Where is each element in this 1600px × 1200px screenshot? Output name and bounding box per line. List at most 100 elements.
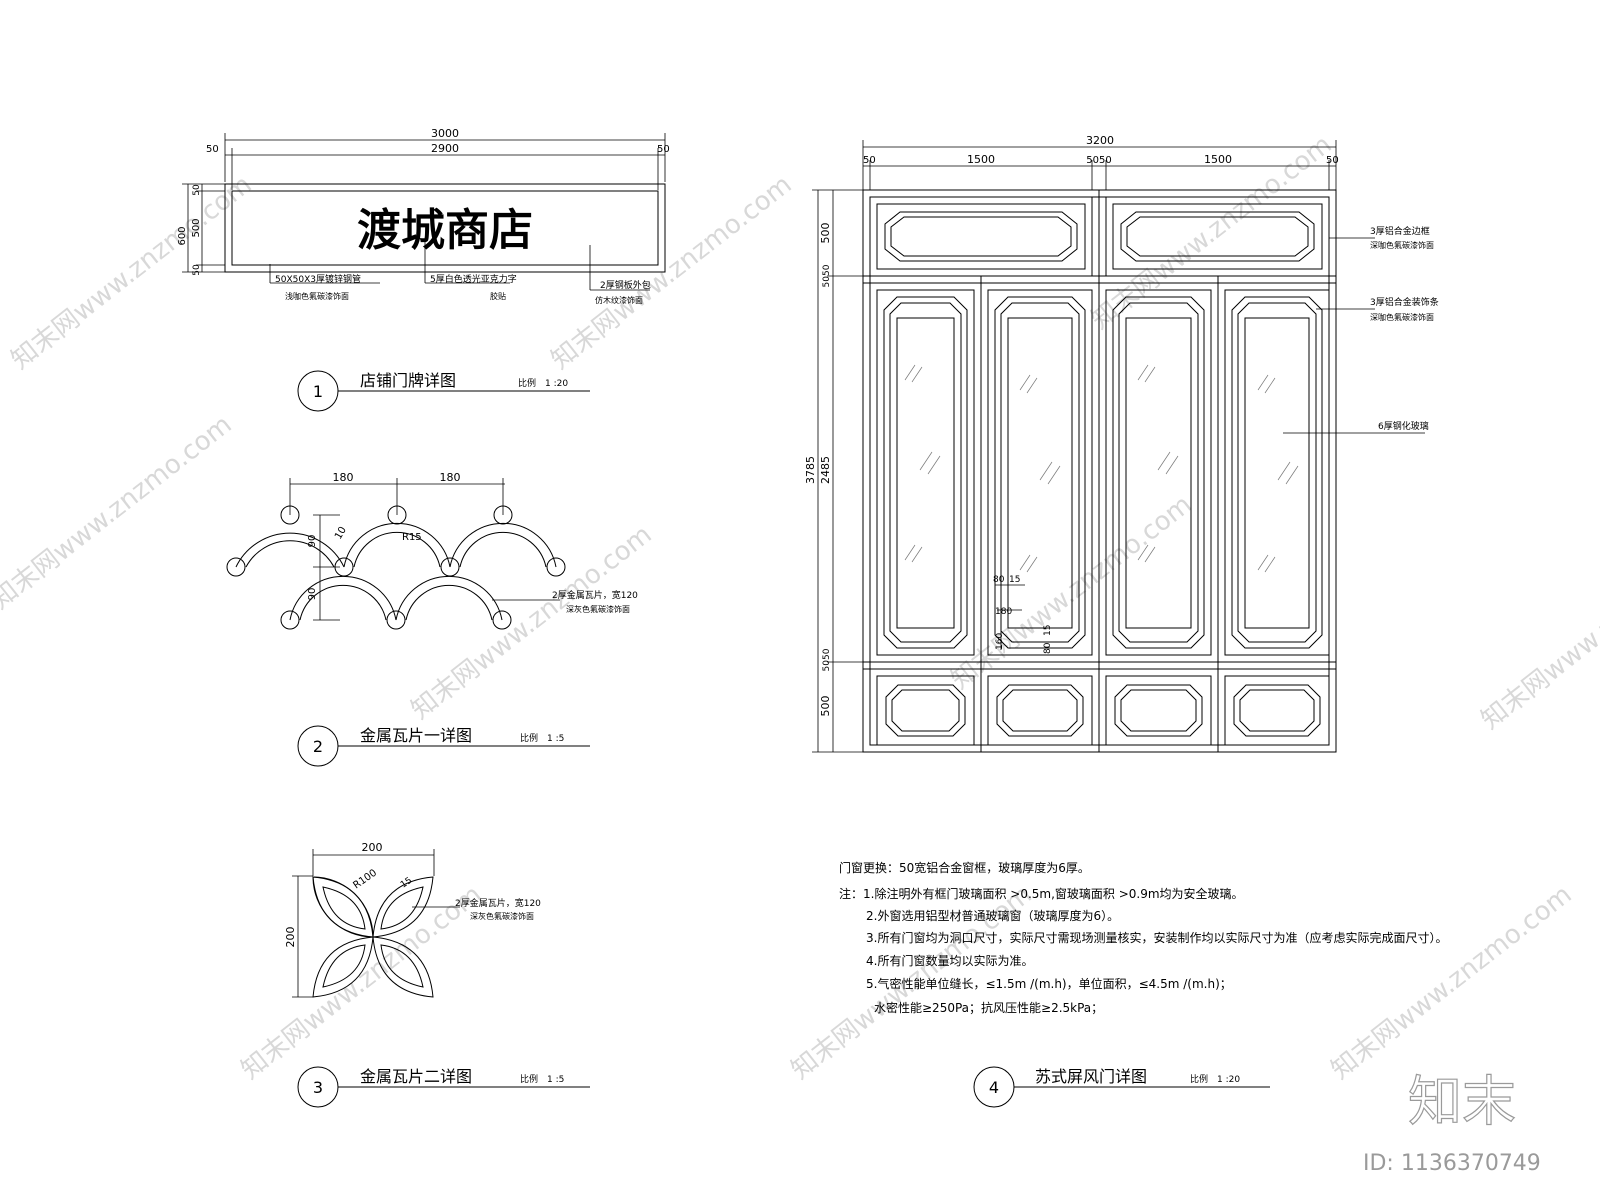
dim-half-right: 1500 <box>1204 153 1232 166</box>
bottom-panel-2 <box>987 675 1093 746</box>
notes-heading: 门窗更换：50宽铝合金窗框，玻璃厚度为6厚。 <box>839 860 1090 875</box>
note-frame-finish: 深咖色氟碳漆饰面 <box>1370 240 1434 250</box>
signboard-outer-frame <box>224 183 666 273</box>
tile-ball <box>280 505 300 525</box>
dim-height: 600 <box>177 226 188 245</box>
detail-scale: 比例 1 :20 <box>1190 1073 1240 1085</box>
tile-ball <box>386 610 406 630</box>
notes-line-3: 3.所有门窗均为洞口尺寸，实际尺寸需现场测量核实，安装制作均以实际尺寸为准（应考… <box>866 930 1447 945</box>
tile-ball <box>492 610 512 630</box>
watermark-text: 知末网www.znzmo.com <box>236 880 488 1086</box>
tile-ball <box>387 505 407 525</box>
dim-thickness: 15 <box>399 876 414 891</box>
detail-2-metal-tile-scales: 180 180 90 90 10 R15 2厚金属瓦片，宽12 <box>226 471 638 767</box>
dim-mid: 5050 <box>1086 155 1111 166</box>
dim-top: 50 <box>192 184 202 196</box>
dim-total: 3000 <box>431 127 459 140</box>
brand-logo: 知末 ID: 1136370749 <box>1363 1069 1541 1176</box>
dim-m50-left: 50 <box>863 155 876 166</box>
dim-h2: 90 <box>307 588 318 601</box>
dim-gap-bottom: 5050 <box>822 648 832 671</box>
detail-number: 3 <box>313 1078 323 1097</box>
tile-ball <box>493 505 513 525</box>
tile-ball <box>280 610 300 630</box>
dim-height: 200 <box>284 927 297 948</box>
detail-title: 金属瓦片一详图 <box>360 726 472 745</box>
general-notes: 门窗更换：50宽铝合金窗框，玻璃厚度为6厚。 注：1.除注明外有框门玻璃面积 >… <box>839 860 1447 1015</box>
dim-height: 3785 <box>804 456 817 484</box>
tile-ball <box>334 557 354 577</box>
glass-panel-3 <box>1105 289 1212 656</box>
detail-scale: 比例 1 :20 <box>518 377 568 389</box>
note-trim: 3厚铝合金装饰条 <box>1370 296 1439 308</box>
image-id: ID: 1136370749 <box>1363 1151 1541 1176</box>
note-steel-plate-finish: 仿木纹漆饰面 <box>595 295 643 305</box>
note-tile: 2厚金属瓦片，宽120 <box>552 589 638 601</box>
dim-width: 200 <box>362 841 383 854</box>
detail-3-metal-tile-petals: 200 200 R100 15 2厚金属瓦片，宽120 深灰色氟碳漆饰面 3 金… <box>284 841 590 1108</box>
tile-ball <box>226 557 246 577</box>
note-acrylic: 5厚白色透光亚克力字 <box>430 273 517 285</box>
dim-radius: R15 <box>402 532 422 543</box>
note-steel-pipe-finish: 浅咖色氟碳漆饰面 <box>285 291 349 301</box>
watermark-text: 知末网www.znzmo.com <box>6 170 258 376</box>
detail-4-screen-door: 3200 1500 1500 5050 50 50 3785 500 2485 … <box>804 134 1439 1108</box>
dim-gap-top: 5050 <box>822 264 832 287</box>
detail-number: 1 <box>313 382 323 401</box>
dim-main-panel: 2485 <box>819 456 832 484</box>
notes-line-4: 4.所有门窗数量均以实际为准。 <box>866 953 1033 968</box>
note-glass: 6厚钢化玻璃 <box>1378 420 1429 432</box>
note-steel-pipe: 50X50X3厚镀锌钢管 <box>275 273 361 285</box>
detail-number: 2 <box>313 737 323 756</box>
dim-total: 3200 <box>1086 134 1114 147</box>
dim-half-left: 1500 <box>967 153 995 166</box>
notes-line-1: 注：1.除注明外有框门玻璃面积 >0.5m,窗玻璃面积 >0.9m均为安全玻璃。 <box>839 886 1244 901</box>
top-panel-left <box>876 203 1086 270</box>
detail-1-signboard: 3000 2900 50 50 600 500 50 50 渡城商店 50X50… <box>177 127 670 412</box>
notes-line-5: 5.气密性能单位缝长，≤1.5m /(m.h)，单位面积，≤4.5m /(m.h… <box>866 976 1232 991</box>
note-trim-finish: 深咖色氟碳漆饰面 <box>1370 312 1434 322</box>
dim-80: 80 <box>993 575 1005 585</box>
signboard-inner-frame <box>231 190 659 266</box>
dim-m50-right: 50 <box>1326 155 1339 166</box>
detail-scale: 比例 1 :5 <box>520 732 564 744</box>
bottom-panel-3 <box>1105 675 1212 746</box>
detail-number: 4 <box>989 1078 999 1097</box>
dim-w2: 180 <box>440 471 461 484</box>
note-frame: 3厚铝合金边框 <box>1370 225 1430 237</box>
top-panel-right <box>1112 203 1323 270</box>
sign-text: 渡城商店 <box>357 205 533 256</box>
brand-mark: 知末 <box>1408 1070 1516 1133</box>
dim-top-panel: 500 <box>819 223 832 244</box>
dim-thickness: 10 <box>333 525 349 542</box>
glass-panel-4 <box>1224 289 1330 656</box>
dim-margin-right: 50 <box>657 144 670 155</box>
watermark-text: 知末网www.znzmo.com <box>0 410 238 616</box>
dim-bottom-panel: 500 <box>819 696 832 717</box>
glass-panel-2 <box>987 289 1093 656</box>
dim-radius: R100 <box>351 868 379 892</box>
detail-scale: 比例 1 :5 <box>520 1073 564 1085</box>
watermark-text: 知末网www.znzmo.com <box>1326 880 1578 1086</box>
dim-180: 180 <box>995 607 1012 617</box>
watermark-text: 知末网www.znzmo.com <box>1476 530 1600 736</box>
glass-panel-1 <box>876 289 975 656</box>
bottom-panel-1 <box>876 675 975 746</box>
petal-flower <box>312 876 434 998</box>
dim-w1: 180 <box>333 471 354 484</box>
notes-line-2: 2.外窗选用铝型材普通玻璃窗（玻璃厚度为6）。 <box>866 908 1119 923</box>
dim-15b: 15 <box>1043 625 1053 636</box>
note-acrylic-finish: 胶贴 <box>490 291 506 301</box>
watermark-text: 知末网www.znzmo.com <box>546 170 798 376</box>
dim-160: 160 <box>995 633 1005 650</box>
dim-80b: 80 <box>1043 642 1053 654</box>
dim-inner: 2900 <box>431 142 459 155</box>
detail-title: 苏式屏风门详图 <box>1035 1067 1147 1086</box>
note-steel-plate: 2厚钢板外包 <box>600 279 651 291</box>
dim-bottom: 50 <box>192 264 202 276</box>
bottom-panel-4 <box>1224 675 1330 746</box>
note-tile-finish: 深灰色氟碳漆饰面 <box>470 911 534 921</box>
notes-line-6: 水密性能≥250Pa；抗风压性能≥2.5kPa； <box>874 1000 1103 1015</box>
dim-margin-left: 50 <box>206 144 219 155</box>
